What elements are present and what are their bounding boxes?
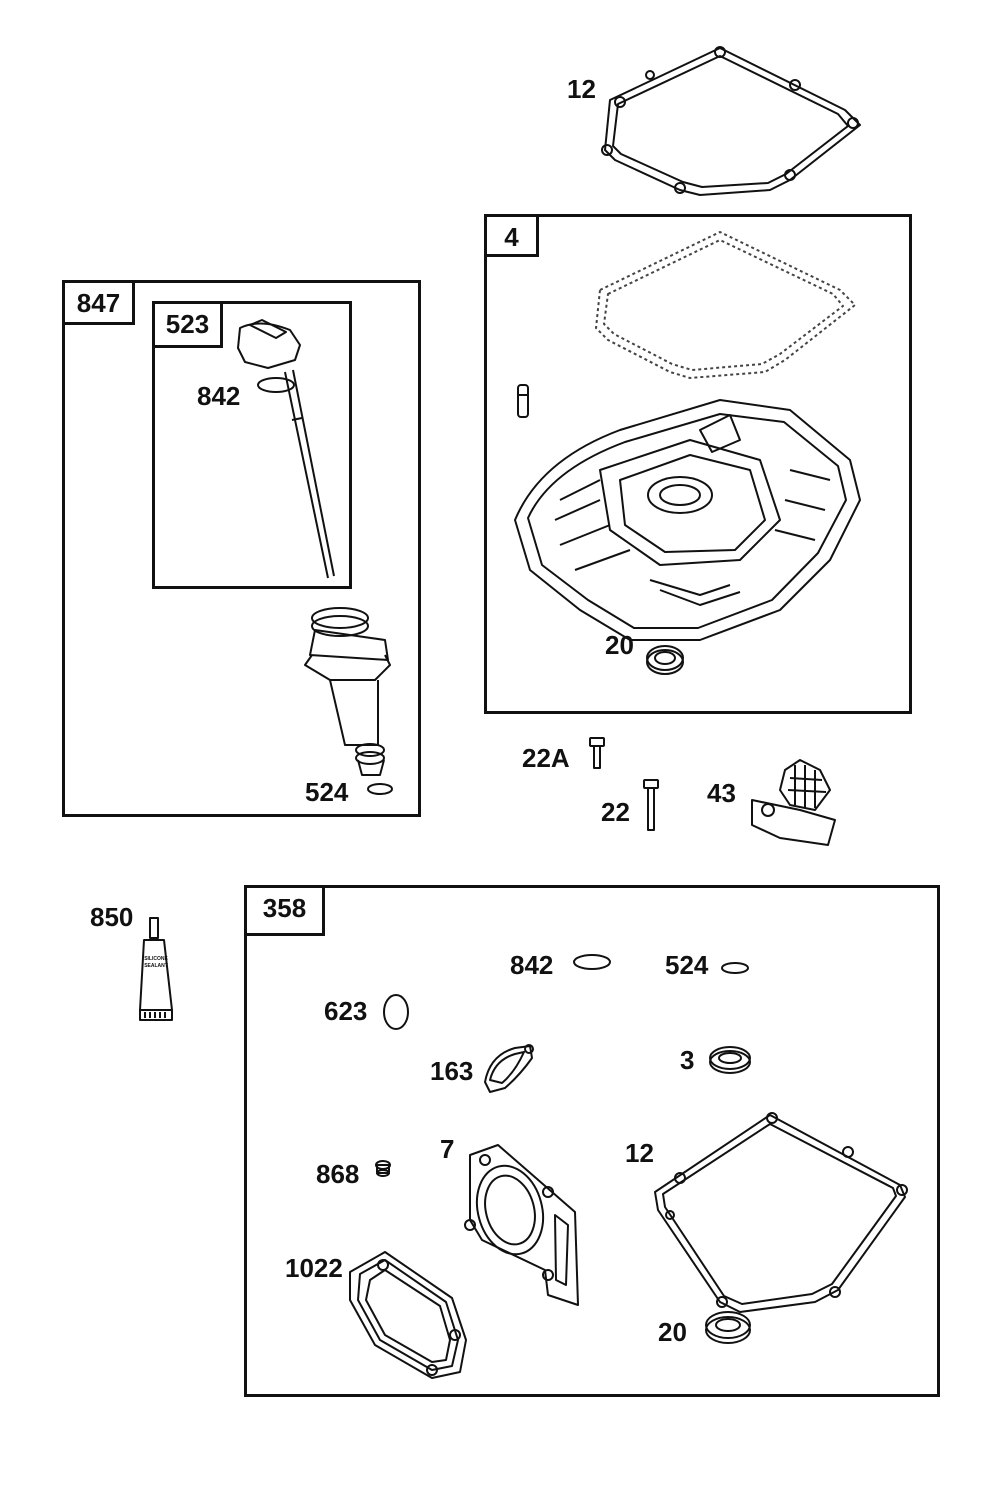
- oring-524-upper-drawing: [367, 783, 393, 795]
- oring-842-upper-drawing: [257, 377, 295, 393]
- dowel-pin-drawing: [517, 384, 529, 418]
- governor-assembly-43-drawing: [751, 759, 836, 846]
- callout-623: 623: [324, 996, 368, 1026]
- callout-524-lower: 524: [665, 950, 709, 980]
- callout-1022: 1022: [285, 1253, 343, 1283]
- callout-43: 43: [707, 778, 736, 808]
- plug-868-drawing: [375, 1160, 391, 1177]
- callout-20-upper: 20: [605, 630, 634, 660]
- callout-7: 7: [440, 1134, 455, 1164]
- callout-22a: 22A: [522, 743, 570, 773]
- callout-524-upper: 524: [305, 777, 349, 807]
- dipstick-assembly-box: 847: [62, 280, 421, 817]
- sealant-tube-text-line-2: SEALANT: [144, 963, 168, 969]
- gasket-set-tag: 358: [247, 888, 325, 936]
- dipstick-kit-tag: 523: [155, 304, 223, 348]
- kit-4-tag: 4: [487, 217, 539, 257]
- kit-4-box: 4: [484, 214, 912, 714]
- callout-850: 850: [90, 902, 134, 932]
- gasket-163-drawing: [484, 1044, 534, 1093]
- sealant-tube-label: SILICONE SEALANT: [140, 956, 172, 970]
- oring-842-lower-drawing: [573, 954, 611, 970]
- bolt-22-drawing: [643, 779, 659, 831]
- oil-seal-3-drawing: [709, 1046, 751, 1074]
- dipstick-kit-box: 523: [152, 301, 352, 589]
- callout-163: 163: [430, 1056, 474, 1086]
- callout-842-lower: 842: [510, 950, 554, 980]
- oring-623-drawing: [383, 994, 409, 1030]
- callout-3: 3: [680, 1045, 695, 1075]
- sealant-tube-text-line-1: SILICONE: [144, 956, 168, 962]
- dipstick-drawing: [237, 319, 335, 579]
- callout-12-lower: 12: [625, 1138, 654, 1168]
- crankcase-cover-drawing: [514, 399, 861, 641]
- callout-868: 868: [316, 1159, 360, 1189]
- gasket-set-box: 358: [244, 885, 940, 1397]
- oring-524-lower-drawing: [721, 962, 749, 974]
- dipstick-assembly-tag: 847: [65, 283, 135, 325]
- sealant-tube-drawing: [139, 917, 173, 1021]
- callout-842-upper: 842: [197, 381, 241, 411]
- gasket-12-top-drawing: [601, 46, 861, 196]
- gasket-phantom-drawing: [595, 231, 856, 379]
- callout-12-top: 12: [567, 74, 596, 104]
- gasket-12-lower-drawing: [654, 1112, 908, 1313]
- bolt-22a-drawing: [589, 737, 605, 769]
- oil-seal-20-lower-drawing: [705, 1311, 751, 1344]
- callout-22: 22: [601, 797, 630, 827]
- head-gasket-7-drawing: [464, 1144, 579, 1306]
- gasket-1022-drawing: [349, 1251, 467, 1379]
- dipstick-tube-drawing: [304, 607, 391, 776]
- callout-20-lower: 20: [658, 1317, 687, 1347]
- oil-seal-20-upper-drawing: [646, 645, 684, 675]
